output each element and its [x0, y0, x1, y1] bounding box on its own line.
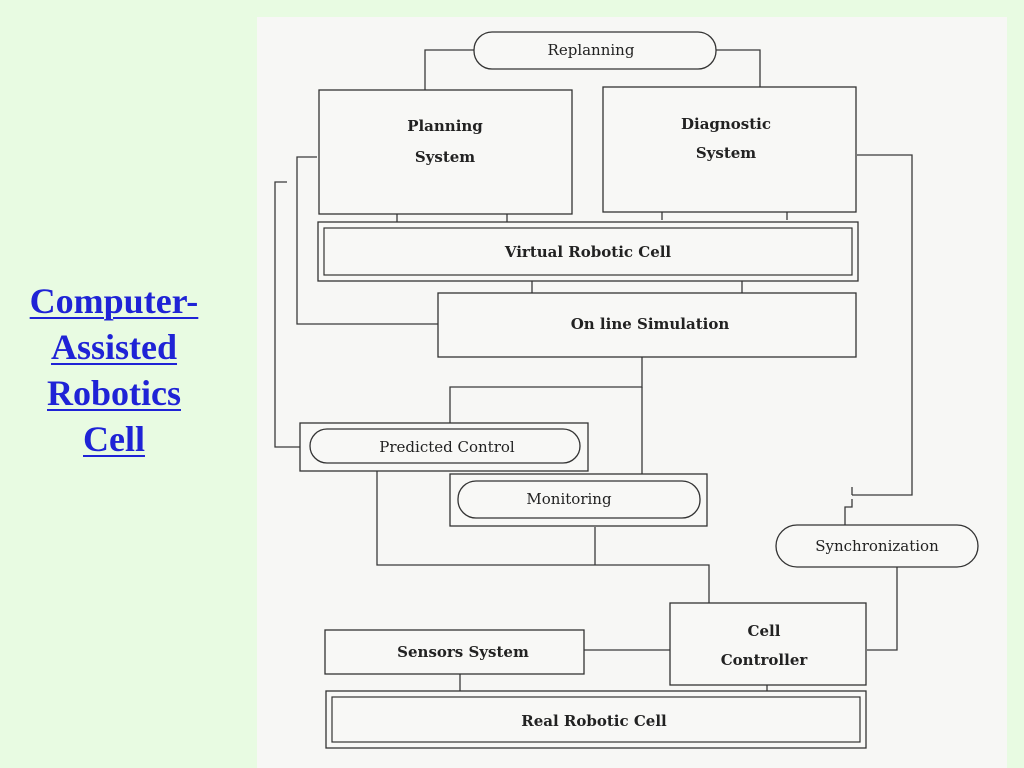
- monitoring-label: Monitoring: [526, 490, 612, 508]
- diagnostic-system-node: Diagnostic System: [602, 86, 857, 213]
- cell-controller-node: Cell Controller: [669, 602, 867, 686]
- cell-controller-label-1: Cell: [748, 622, 781, 640]
- diagnostic-label-1: Diagnostic: [681, 115, 771, 133]
- synchronization-label: Synchronization: [815, 537, 939, 555]
- online-simulation-label: On line Simulation: [571, 315, 730, 333]
- virtual-robotic-cell-label: Virtual Robotic Cell: [504, 243, 672, 261]
- planning-system-node: Planning System: [318, 89, 573, 215]
- sensors-system-label: Sensors System: [397, 643, 529, 661]
- replanning-node: Replanning: [473, 31, 717, 70]
- online-simulation-node: On line Simulation: [437, 292, 857, 358]
- monitoring-node: Monitoring: [449, 473, 708, 527]
- real-robotic-cell-label: Real Robotic Cell: [521, 712, 667, 730]
- title-line-1: Computer-: [29, 281, 199, 321]
- synchronization-node: Synchronization: [775, 524, 979, 568]
- connector-lines: [274, 49, 913, 691]
- replanning-label: Replanning: [548, 41, 635, 59]
- planning-label-1: Planning: [407, 117, 483, 135]
- diagnostic-label-2: System: [696, 144, 756, 162]
- title-line-4: Cell: [83, 419, 145, 459]
- diagram-scan: Replanning Planning System Diagnostic Sy…: [257, 17, 1007, 768]
- sensors-system-node: Sensors System: [324, 629, 585, 675]
- planning-label-2: System: [415, 148, 475, 166]
- title-line-3: Robotics: [47, 373, 181, 413]
- title-line-2: Assisted: [50, 327, 178, 367]
- diagram-canvas: Replanning Planning System Diagnostic Sy…: [274, 31, 979, 749]
- real-robotic-cell-node: Real Robotic Cell: [325, 690, 867, 749]
- predicted-control-node: Predicted Control: [299, 422, 589, 472]
- cell-controller-label-2: Controller: [721, 651, 809, 669]
- predicted-control-label: Predicted Control: [379, 438, 515, 456]
- virtual-robotic-cell-node: Virtual Robotic Cell: [317, 221, 859, 282]
- slide-title: Computer- Assisted Robotics Cell: [8, 278, 220, 462]
